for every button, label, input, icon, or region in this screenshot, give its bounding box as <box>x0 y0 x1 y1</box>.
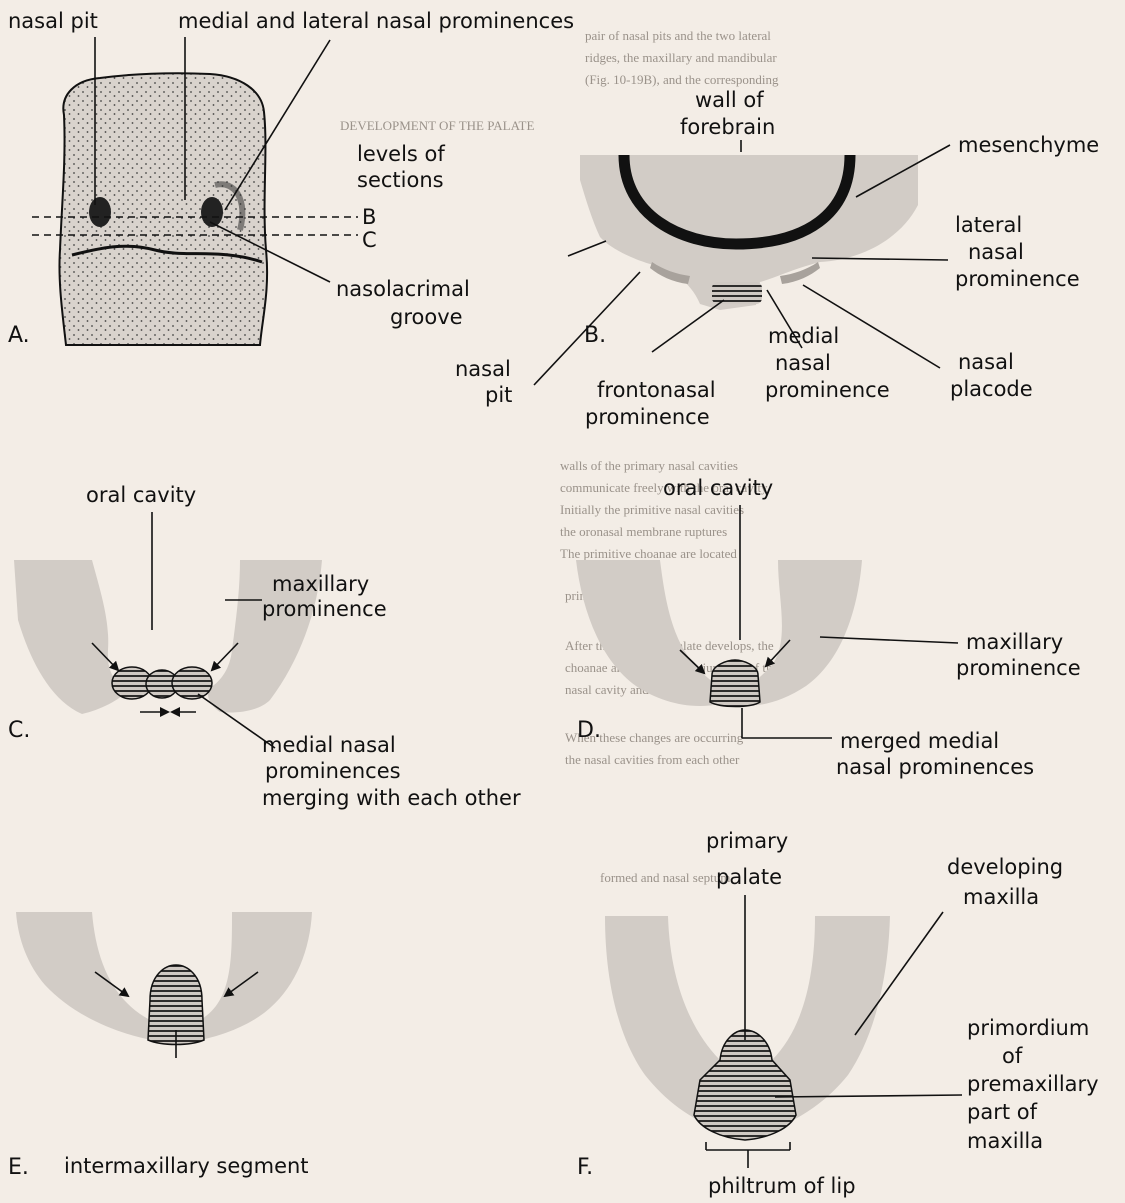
label-pit: pit <box>485 383 512 407</box>
label-primary: primary <box>706 829 788 853</box>
label-medial: medial <box>768 324 839 348</box>
label-premaxillary: premaxillary <box>967 1072 1099 1096</box>
label-prominences-c: prominences <box>265 759 401 783</box>
panel-letter-c: C. <box>8 718 30 743</box>
bg-line: (Fig. 10-19B), and the corresponding <box>585 72 779 87</box>
label-maxillary-prominence-d: prominence <box>956 656 1081 680</box>
label-lateral-prominence: prominence <box>955 267 1080 291</box>
label-pit-nasal: nasal <box>455 357 511 381</box>
section-d-tissue-right <box>746 560 862 705</box>
label-nasolacrimal: nasolacrimal <box>336 277 470 301</box>
label-medial-prominence: prominence <box>765 378 890 402</box>
section-e-tissue-right <box>200 912 312 1040</box>
label-developing: developing <box>947 855 1063 879</box>
label-lateral-nasal: nasal <box>968 240 1024 264</box>
bg-line: walls of the primary nasal cavities <box>560 458 738 473</box>
label-oral-cavity-c: oral cavity <box>86 483 196 507</box>
label-merged-medial: merged medial <box>840 729 999 753</box>
frontonasal-hatch <box>712 282 762 304</box>
label-sections: sections <box>357 168 444 192</box>
label-oral-cavity-d: oral cavity <box>663 476 773 500</box>
bg-line: ridges, the maxillary and mandibular <box>585 50 777 65</box>
label-wall-of: wall of <box>695 88 764 112</box>
panel-c: oral cavity maxillary prominence medial … <box>8 483 521 810</box>
label-nasal-prominences: medial and lateral nasal prominences <box>178 9 574 33</box>
bg-line: the nasal cavities from each other <box>565 752 740 767</box>
panel-a: nasal pit medial and lateral nasal promi… <box>8 9 574 348</box>
label-placode-nasal: nasal <box>958 350 1014 374</box>
section-e-tissue <box>16 912 152 1040</box>
label-merged-prominences: nasal prominences <box>836 755 1034 779</box>
label-medial-nasal: nasal <box>775 351 831 375</box>
medial-nasal-right <box>172 667 212 699</box>
panel-letter-d: D. <box>577 718 601 743</box>
label-forebrain: forebrain <box>680 115 775 139</box>
label-philtrum: philtrum of lip <box>708 1174 856 1198</box>
label-maxillary-d: maxillary <box>966 630 1063 654</box>
label-maxillary-prominence-c: prominence <box>262 597 387 621</box>
label-nasal-pit: nasal pit <box>8 9 98 33</box>
label-maxillary-c: maxillary <box>272 572 369 596</box>
label-of: of <box>1002 1044 1023 1068</box>
label-primordium: primordium <box>967 1016 1089 1040</box>
label-mesenchyme: mesenchyme <box>958 133 1099 157</box>
merged-medial-nasal <box>710 660 760 707</box>
label-levels: levels of <box>357 142 445 166</box>
panel-letter-b: B. <box>584 323 606 348</box>
label-maxilla: maxilla <box>967 1129 1043 1153</box>
panel-letter-e: E. <box>8 1155 29 1180</box>
nasal-pit-left <box>89 197 111 227</box>
primary-palate <box>694 1030 796 1140</box>
label-merging-c: merging with each other <box>262 786 521 810</box>
panel-e: intermaxillary segment E. <box>8 912 312 1180</box>
bg-line: the oronasal membrane ruptures <box>560 524 727 539</box>
label-lateral: lateral <box>955 213 1022 237</box>
label-part-of: part of <box>967 1100 1038 1124</box>
bg-line: pair of nasal pits and the two lateral <box>585 28 771 43</box>
label-medial-nasal-c: medial nasal <box>262 733 396 757</box>
bg-line: DEVELOPMENT OF THE PALATE <box>340 118 534 133</box>
label-level-b: B <box>362 205 376 229</box>
bg-line: formed and nasal septum <box>600 870 730 885</box>
bg-line: The primitive choanae are located <box>560 546 737 561</box>
label-frontonasal-prominence: prominence <box>585 405 710 429</box>
label-maxilla-developing: maxilla <box>963 885 1039 909</box>
label-intermaxillary: intermaxillary segment <box>64 1154 309 1178</box>
label-groove: groove <box>390 305 463 329</box>
label-placode: placode <box>950 377 1033 401</box>
section-c-tissue <box>14 560 128 714</box>
label-frontonasal: frontonasal <box>597 378 716 402</box>
panel-b: wall of forebrain mesenchyme lateral nas… <box>455 88 1099 429</box>
bg-line: Initially the primitive nasal cavities <box>560 502 744 517</box>
panel-letter-f: F. <box>577 1155 593 1180</box>
label-level-c: C <box>362 228 377 252</box>
label-palate: palate <box>716 865 782 889</box>
panel-letter-a: A. <box>8 323 30 348</box>
